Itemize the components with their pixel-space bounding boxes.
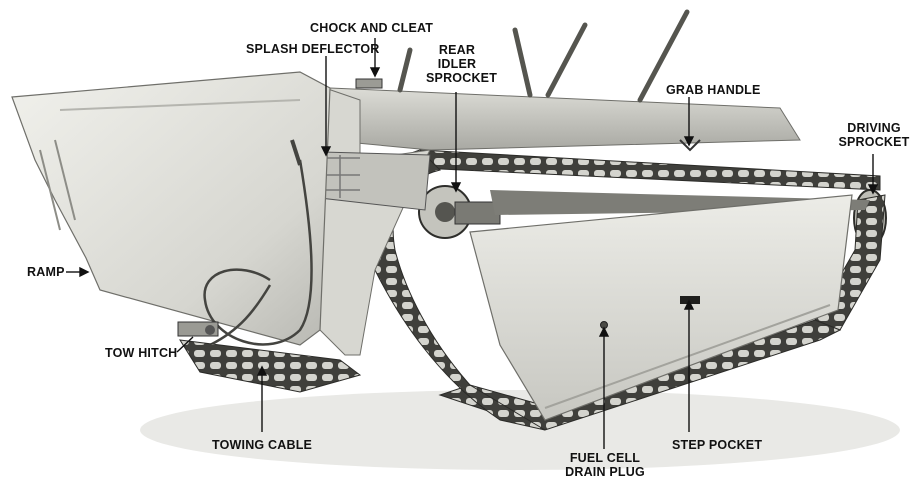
hull-top-deck [324, 87, 801, 151]
label-tow-hitch: TOW HITCH [105, 346, 178, 360]
label-driving-sprocket: DRIVING SPROCKET [836, 121, 912, 149]
label-grab-handle: GRAB HANDLE [666, 83, 761, 97]
tow-hitch-shape [177, 321, 219, 337]
grab-handle-shape [679, 139, 701, 152]
label-rear-idler-sprocket-line-3: SPROCKET [426, 71, 498, 85]
label-splash-deflector: SPLASH DEFLECTOR [246, 42, 380, 56]
rear-idler-sprocket-shape [418, 185, 501, 239]
bottom-track-run [438, 319, 842, 431]
top-track-run [419, 149, 881, 191]
skirt-lower-edge [544, 304, 831, 409]
label-rear-idler-sprocket-line-2: IDLER [437, 57, 477, 71]
label-driving-sprocket-line-1: DRIVING [847, 121, 901, 135]
chock-cleat-shape [355, 78, 383, 89]
label-rear-idler-sprocket-line-1: REAR [438, 43, 476, 57]
ramp-shape [11, 71, 331, 346]
splash-deflector-shape [319, 151, 431, 211]
ground-shadow [140, 390, 900, 470]
deck-masts [397, 9, 690, 103]
ramp-ridge [59, 99, 301, 111]
label-towing-cable: TOWING CABLE [212, 438, 313, 452]
ramp-ribs [39, 139, 76, 231]
label-fuel-cell-drain-plug: FUEL CELL DRAIN PLUG [560, 451, 650, 479]
label-step-pocket: STEP POCKET [672, 438, 763, 452]
step-pocket-shape [680, 296, 700, 304]
label-fuel-cell-drain-plug-line-2: DRAIN PLUG [565, 465, 645, 479]
label-rear-idler-sprocket: REAR IDLER SPROCKET [426, 43, 498, 85]
label-fuel-cell-drain-plug-line-1: FUEL CELL [569, 451, 641, 465]
towing-cable-shape [203, 139, 313, 347]
leader-lines [66, 38, 879, 449]
ramp-track-run [179, 339, 362, 393]
label-driving-sprocket-line-2: SPROCKET [838, 135, 910, 149]
side-skirt-panel [469, 194, 853, 421]
label-chock-and-cleat: CHOCK AND CLEAT [310, 21, 434, 35]
label-ramp: RAMP [27, 265, 65, 279]
